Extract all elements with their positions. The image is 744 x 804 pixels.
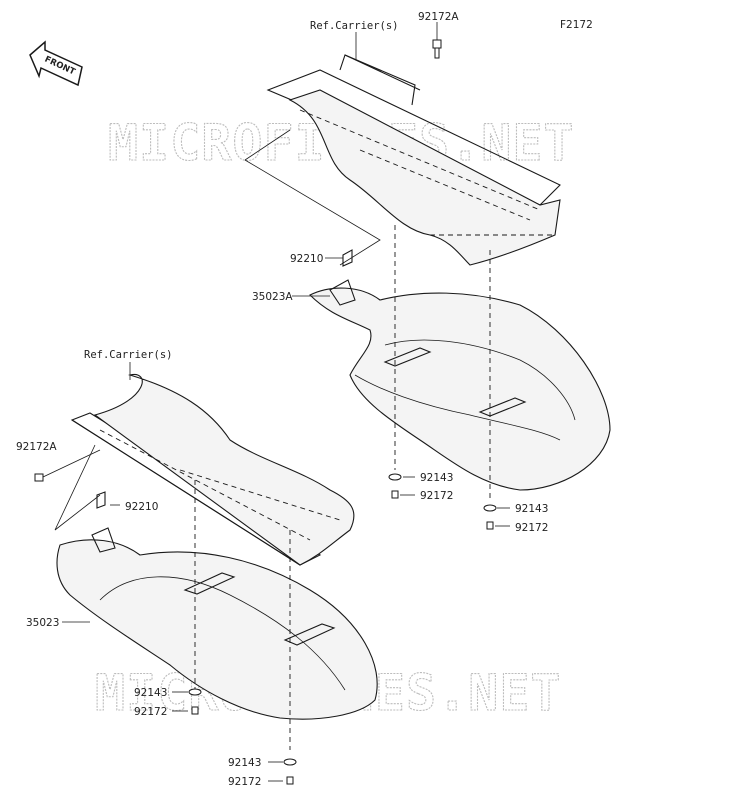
label-ref-carrier-bottom: Ref.Carrier(s): [84, 349, 173, 361]
label-92210-top: 92210: [290, 253, 323, 265]
label-ref-carrier-top: Ref.Carrier(s): [310, 20, 399, 32]
rack-cover-bottom: [93, 373, 355, 566]
label-92172A-top: 92172A: [418, 11, 459, 23]
bolt-92172-a: [391, 490, 399, 499]
label-35023: 35023: [26, 617, 59, 629]
front-arrow-icon: FRONT: [29, 40, 83, 87]
label-92172-b: 92172: [515, 522, 548, 534]
clip-92210-bottom: [96, 491, 106, 509]
washer-92143-c: [188, 688, 202, 696]
label-35023A: 35023A: [252, 291, 293, 303]
bolt-92172-d: [286, 776, 294, 785]
clip-92210-top: [342, 249, 353, 267]
bolt-92172-b: [486, 521, 494, 530]
label-92143-d: 92143: [228, 757, 261, 769]
bolt-92172A-top: [432, 39, 442, 59]
carrier-bottom: [70, 412, 322, 566]
washer-92143-b: [483, 504, 497, 512]
fender-top: [309, 287, 611, 491]
label-92172-c: 92172: [134, 706, 167, 718]
label-92172-d: 92172: [228, 776, 261, 788]
bolt-92172-c: [191, 706, 199, 715]
label-92172-a: 92172: [420, 490, 453, 502]
label-92143-b: 92143: [515, 503, 548, 515]
label-92143-a: 92143: [420, 472, 453, 484]
rack-cover-top: [288, 89, 561, 266]
figure-code: F2172: [560, 19, 593, 31]
label-92143-c: 92143: [134, 687, 167, 699]
label-92210-bottom: 92210: [125, 501, 158, 513]
washer-92143-a: [388, 473, 402, 481]
bolt-92172A-left: [34, 449, 101, 482]
washer-92143-d: [283, 758, 297, 766]
label-92172A-left: 92172A: [16, 441, 57, 453]
fender-bottom: [56, 539, 378, 720]
